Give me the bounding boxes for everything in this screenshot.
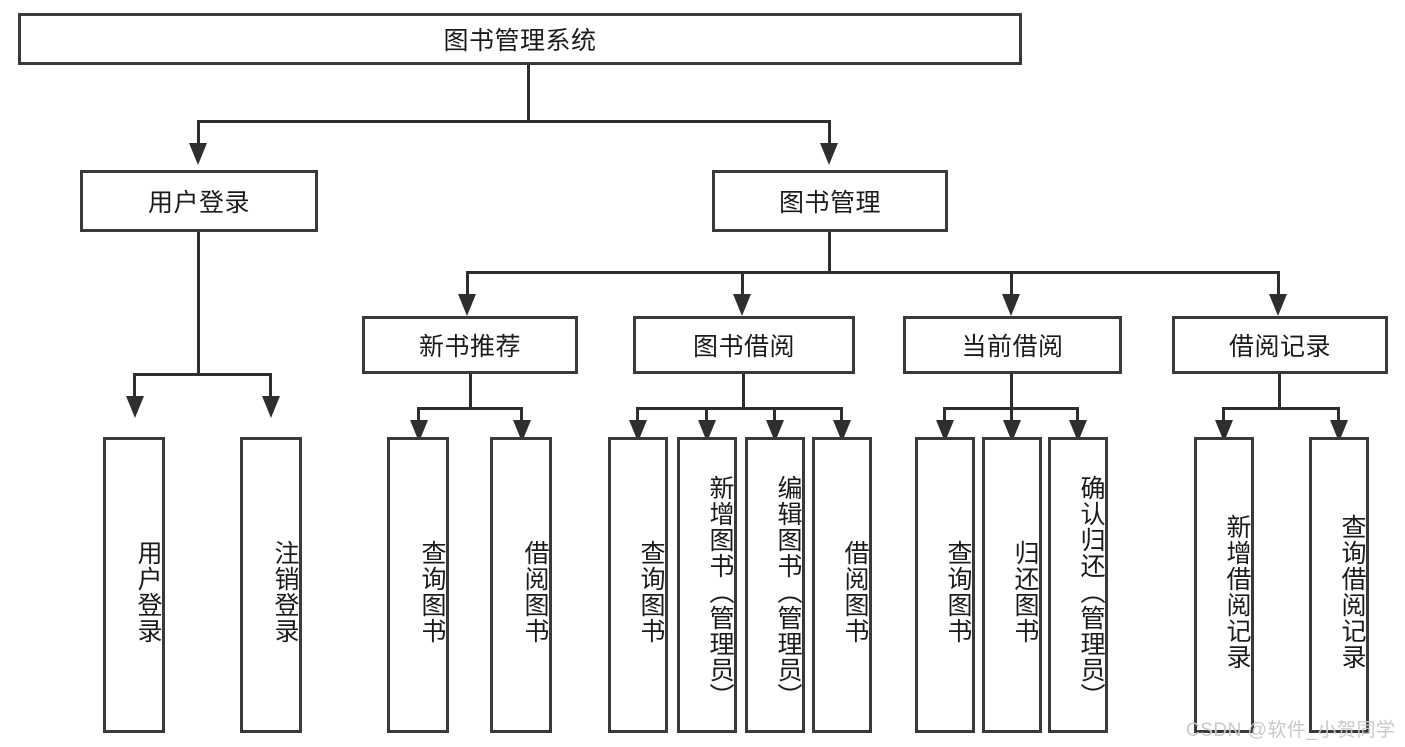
edge-current-borrow-leaf-1 — [943, 407, 946, 425]
edge-new-book-leaf-1 — [417, 407, 420, 425]
node-leaf-add-record[interactable]: 新增借阅记录 — [1194, 437, 1254, 733]
arrow-leaf-query-book-3 — [936, 420, 954, 442]
edge-borrow-record-leaf-1 — [1222, 407, 1225, 425]
node-leaf-query-record[interactable]: 查询借阅记录 — [1309, 437, 1369, 733]
node-label: 用户登录 — [134, 540, 162, 644]
node-label: 图书借阅 — [692, 333, 795, 361]
edge-borrow-record-stem — [1278, 374, 1281, 409]
node-label: 查询图书 — [944, 540, 972, 644]
arrow-leaf-query-book-1 — [410, 420, 428, 442]
edge-borrow-record-leaf-bus — [1222, 407, 1340, 410]
edge-borrow-record-leaf-2 — [1337, 407, 1340, 425]
node-label: 新增借阅记录 — [1223, 514, 1251, 670]
arrow-leaf-borrow-book-2 — [833, 420, 851, 442]
node-label: 当前借阅 — [961, 333, 1064, 361]
csdn-watermark: CSDN @软件_小贺同学 — [1186, 715, 1395, 742]
arrow-book-management — [820, 143, 838, 165]
arrow-leaf-user-login — [126, 396, 144, 418]
arrow-new-book-recommend — [458, 294, 476, 316]
node-label: 图书管理系统 — [443, 27, 597, 55]
edge-to-borrow-record — [1277, 271, 1280, 296]
arrow-leaf-query-record — [1330, 420, 1348, 442]
node-label: 确认归还（管理员） — [1077, 475, 1105, 709]
node-leaf-user-login[interactable]: 用户登录 — [103, 437, 165, 733]
arrow-leaf-return-book — [1003, 420, 1021, 442]
node-leaf-logout[interactable]: 注销登录 — [240, 437, 302, 733]
node-leaf-return-book[interactable]: 归还图书 — [982, 437, 1042, 733]
edge-level3-bus — [466, 271, 1280, 274]
edge-user-login-leaf-1 — [133, 373, 136, 398]
arrow-book-borrow — [733, 294, 751, 316]
arrow-leaf-query-book-2 — [629, 420, 647, 442]
node-label: 查询图书 — [418, 540, 446, 644]
node-leaf-query-book-3[interactable]: 查询图书 — [915, 437, 975, 733]
edge-new-book-leaf-bus — [417, 407, 523, 410]
edge-user-login-leaf-2 — [269, 373, 272, 398]
edge-to-user-login — [197, 120, 200, 145]
node-label: 查询借阅记录 — [1338, 514, 1366, 670]
node-label: 借阅图书 — [521, 540, 549, 644]
watermark-text: CSDN @软件_小贺同学 — [1186, 720, 1396, 741]
arrow-leaf-borrow-book-1 — [513, 420, 531, 442]
node-label: 归还图书 — [1011, 540, 1039, 644]
arrow-leaf-logout — [262, 396, 280, 418]
arrow-borrow-record — [1269, 294, 1287, 316]
node-book-borrow[interactable]: 图书借阅 — [633, 316, 855, 374]
node-label: 借阅记录 — [1228, 333, 1331, 361]
edge-new-book-stem — [469, 374, 472, 409]
node-book-management-system[interactable]: 图书管理系统 — [18, 13, 1022, 65]
edge-current-borrow-leaf-2 — [1010, 407, 1013, 425]
edge-book-borrow-leaf-3 — [773, 407, 776, 425]
edge-book-borrow-stem — [742, 374, 745, 409]
edge-book-management-stem — [828, 232, 831, 273]
edge-to-book-borrow — [741, 271, 744, 296]
node-new-book-recommend[interactable]: 新书推荐 — [362, 316, 578, 374]
edge-level2-bus — [197, 120, 831, 123]
edge-root-stem — [527, 65, 530, 122]
arrow-leaf-confirm-return — [1069, 420, 1087, 442]
node-label: 借阅图书 — [841, 540, 869, 644]
node-label: 注销登录 — [271, 540, 299, 644]
node-label: 新书推荐 — [418, 333, 521, 361]
node-leaf-confirm-return[interactable]: 确认归还（管理员） — [1048, 437, 1108, 733]
node-book-management[interactable]: 图书管理 — [712, 170, 948, 232]
edge-book-borrow-leaf-bus — [636, 407, 843, 410]
node-leaf-query-book-1[interactable]: 查询图书 — [387, 437, 449, 733]
edge-book-borrow-leaf-4 — [840, 407, 843, 425]
edge-to-book-management — [828, 120, 831, 145]
edge-book-borrow-leaf-2 — [705, 407, 708, 425]
arrow-leaf-add-record — [1215, 420, 1233, 442]
node-label: 编辑图书（管理员） — [774, 475, 802, 709]
node-label: 图书管理 — [778, 189, 881, 217]
edge-to-new-book-recommend — [466, 271, 469, 296]
edge-current-borrow-leaf-3 — [1076, 407, 1079, 425]
node-leaf-borrow-book-2[interactable]: 借阅图书 — [812, 437, 872, 733]
arrow-leaf-add-book — [698, 420, 716, 442]
arrow-user-login — [189, 143, 207, 165]
node-label: 查询图书 — [637, 540, 665, 644]
edge-user-login-leaf-bus — [133, 373, 272, 376]
edge-new-book-leaf-2 — [520, 407, 523, 425]
node-label: 新增图书（管理员） — [706, 475, 734, 709]
edge-current-borrow-stem — [1010, 374, 1013, 409]
arrow-current-borrow — [1002, 294, 1020, 316]
node-leaf-query-book-2[interactable]: 查询图书 — [608, 437, 668, 733]
node-leaf-edit-book[interactable]: 编辑图书（管理员） — [745, 437, 805, 733]
edge-book-borrow-leaf-1 — [636, 407, 639, 425]
node-leaf-borrow-book-1[interactable]: 借阅图书 — [490, 437, 552, 733]
arrow-leaf-edit-book — [766, 420, 784, 442]
edge-user-login-stem — [197, 232, 200, 375]
node-user-login[interactable]: 用户登录 — [80, 170, 318, 232]
node-label: 用户登录 — [147, 189, 250, 217]
node-leaf-add-book[interactable]: 新增图书（管理员） — [677, 437, 737, 733]
node-borrow-record[interactable]: 借阅记录 — [1172, 316, 1388, 374]
node-current-borrow[interactable]: 当前借阅 — [903, 316, 1122, 374]
edge-to-current-borrow — [1010, 271, 1013, 296]
